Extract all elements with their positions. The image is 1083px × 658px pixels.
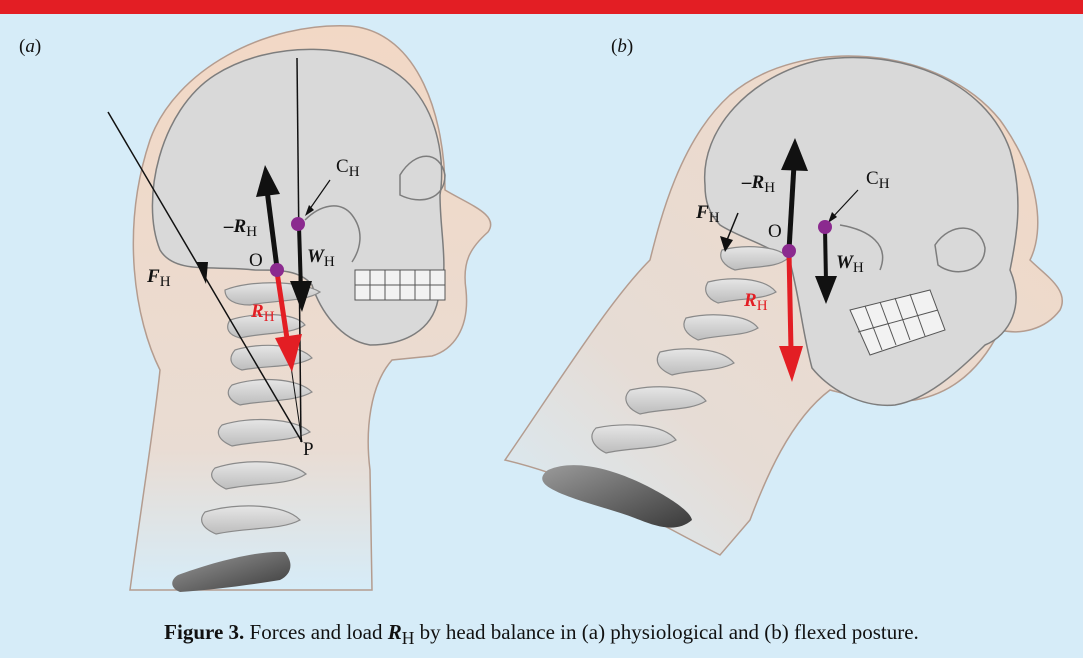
panel-a-point-c [291, 217, 305, 231]
panel-a-w-arrow [299, 226, 301, 290]
panel-b-o-label: O [768, 221, 782, 242]
panel-a-p-label: P [303, 439, 314, 460]
panel-b-w-arrow [825, 228, 826, 282]
figure-caption: Figure 3. Forces and load RH by head bal… [0, 620, 1083, 649]
caption-part1: Forces and load [250, 620, 383, 644]
panel-b-point-c [818, 220, 832, 234]
panel-b-r-arrow [789, 252, 791, 350]
panel-a-label: (a) [19, 36, 41, 57]
caption-part2: by head balance in (a) physiological and… [420, 620, 919, 644]
caption-symbol: R [388, 620, 402, 644]
panel-b: (b) –RH CH WH O FH RH [505, 36, 1062, 555]
panel-b-point-o [782, 244, 796, 258]
panel-b-label: (b) [611, 36, 633, 57]
panel-a: (a) –RH CH WH O FH RH P [19, 26, 491, 592]
panel-a-teeth [355, 270, 445, 300]
caption-figure-number: Figure 3. [164, 620, 244, 644]
panel-a-point-o [270, 263, 284, 277]
panel-a-o-label: O [249, 250, 263, 271]
figure-illustration: (a) –RH CH WH O FH RH P [0, 14, 1083, 614]
caption-symbol-sub: H [402, 628, 415, 648]
top-accent-bar [0, 0, 1083, 14]
